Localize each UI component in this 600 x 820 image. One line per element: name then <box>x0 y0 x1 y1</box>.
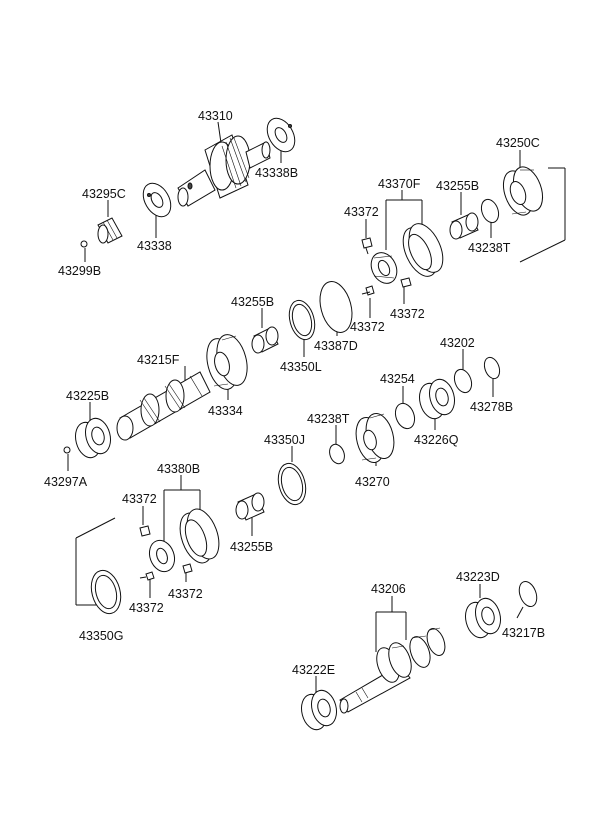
synchronizer-ring-43350G <box>90 569 122 615</box>
label-43297A: 43297A <box>44 475 88 489</box>
snap-ring-43202 <box>453 368 473 394</box>
gear-43270 <box>355 413 395 463</box>
label-43372-e: 43372 <box>129 601 164 615</box>
gear-43334 <box>206 334 248 390</box>
snap-ring-43238T-top <box>480 198 500 224</box>
gear-43250C <box>502 166 544 216</box>
synchronizer-ring-43350L <box>288 299 316 341</box>
label-43225B: 43225B <box>66 389 109 403</box>
label-43370F: 43370F <box>378 177 421 191</box>
label-43270: 43270 <box>355 475 390 489</box>
part-labels: 43310 43338B 43295C 43338 43299B 43370F … <box>44 109 545 677</box>
label-43255B-top: 43255B <box>436 179 479 193</box>
synchronizer-key-43372-f <box>182 563 193 574</box>
label-43215F: 43215F <box>137 353 180 367</box>
label-43310: 43310 <box>198 109 233 123</box>
ring-43254 <box>394 402 416 430</box>
label-43372-d: 43372 <box>122 492 157 506</box>
label-43338B: 43338B <box>255 166 298 180</box>
label-43299B: 43299B <box>58 264 101 278</box>
needle-bearing-43255B-top <box>449 212 479 240</box>
label-43250C: 43250C <box>496 136 540 150</box>
input-shaft-43215F <box>116 371 211 441</box>
ball-43297A <box>63 446 71 454</box>
snap-ring-43238T-mid <box>329 443 345 465</box>
label-43387D: 43387D <box>314 339 358 353</box>
label-43372-a: 43372 <box>344 205 379 219</box>
synchronizer-43370F <box>370 223 444 284</box>
label-43202: 43202 <box>440 336 475 350</box>
label-43334: 43334 <box>208 404 243 418</box>
snap-ring-43278B <box>483 356 501 380</box>
label-43372-c: 43372 <box>390 307 425 321</box>
needle-bearing-43255B-low <box>235 492 265 521</box>
label-43350G: 43350G <box>79 629 123 643</box>
ball-bearing-43226Q <box>419 378 455 420</box>
synchronizer-key-43372-c <box>400 277 412 288</box>
thrust-washer-43338B <box>266 117 296 153</box>
label-43238T-mid: 43238T <box>307 412 350 426</box>
ring-43387D <box>319 281 353 333</box>
label-43295C: 43295C <box>82 187 126 201</box>
snap-ring-43217B <box>518 580 538 608</box>
label-43217B: 43217B <box>502 626 545 640</box>
label-43372-f: 43372 <box>168 587 203 601</box>
ball-43299B <box>80 240 88 248</box>
label-43380B: 43380B <box>157 462 200 476</box>
label-43372-b: 43372 <box>350 320 385 334</box>
label-43255B-low: 43255B <box>230 540 273 554</box>
ball-bearing-43225B <box>75 417 111 459</box>
output-shaft-43206 <box>339 627 446 714</box>
needle-bearing-43295C <box>97 217 123 244</box>
synchronizer-key-43372-a <box>361 237 373 255</box>
label-43223D: 43223D <box>456 570 500 584</box>
label-43238T-top: 43238T <box>468 241 511 255</box>
label-43278B: 43278B <box>470 400 513 414</box>
thrust-washer-43338 <box>142 182 172 218</box>
gear-shaft-43310 <box>177 134 271 207</box>
label-43206: 43206 <box>371 582 406 596</box>
synchronizer-key-43372-e <box>139 571 155 581</box>
needle-bearing-43255B-mid <box>251 326 279 354</box>
label-43350L: 43350L <box>280 360 322 374</box>
ball-bearing-43222E <box>301 689 337 731</box>
label-43255B-mid: 43255B <box>231 295 274 309</box>
label-43222E: 43222E <box>292 663 335 677</box>
ball-bearing-43223D <box>465 597 501 639</box>
synchronizer-43380B <box>148 508 220 573</box>
label-43254: 43254 <box>380 372 415 386</box>
label-43338: 43338 <box>137 239 172 253</box>
label-43226Q: 43226Q <box>414 433 459 447</box>
synchronizer-key-43372-b <box>361 285 375 296</box>
synchronizer-key-43372-d <box>139 525 151 537</box>
leader-lines <box>67 121 566 695</box>
synchronizer-ring-43350J <box>277 462 307 506</box>
label-43350J: 43350J <box>264 433 305 447</box>
